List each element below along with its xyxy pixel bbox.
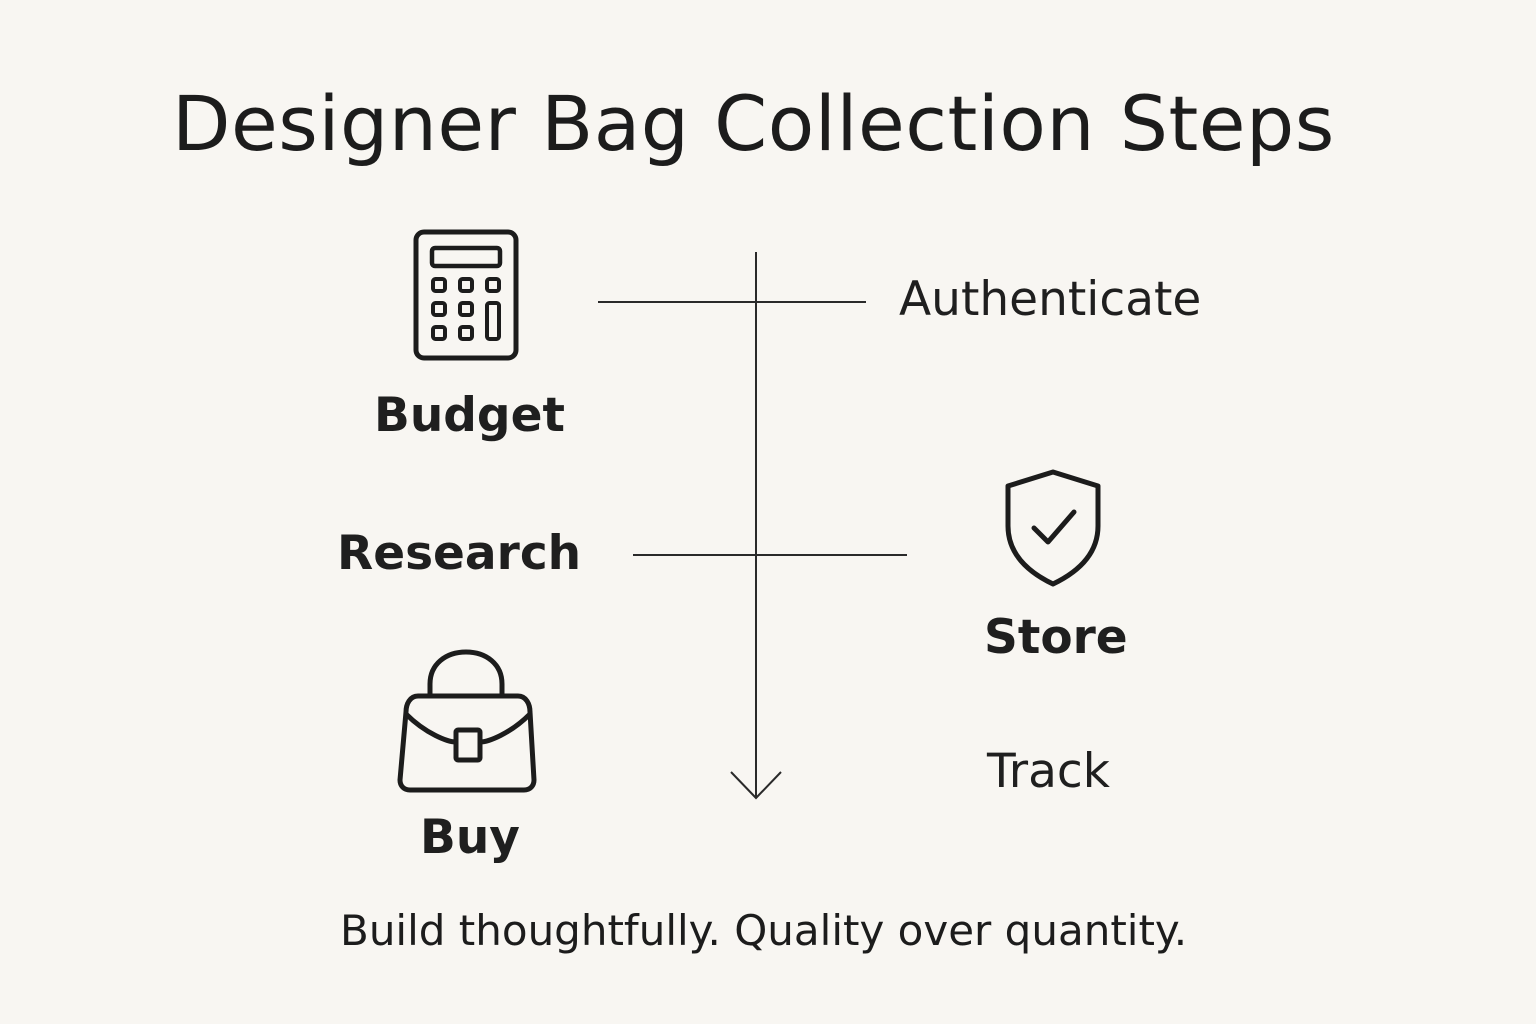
step-track-label: Track: [987, 744, 1110, 799]
calculator-icon: [413, 229, 519, 361]
handbag-icon: [397, 649, 537, 793]
page-title: Designer Bag Collection Steps: [172, 79, 1335, 168]
flow-arrowhead: [730, 771, 782, 800]
step-buy-label: Buy: [420, 810, 520, 865]
step-authenticate-label: Authenticate: [899, 272, 1202, 327]
footer-tagline: Build thoughtfully. Quality over quantit…: [340, 906, 1188, 955]
step-research-label: Research: [337, 526, 582, 581]
step-budget-label: Budget: [374, 388, 565, 443]
step-store-label: Store: [984, 610, 1128, 665]
shield-check-icon: [1005, 469, 1101, 587]
